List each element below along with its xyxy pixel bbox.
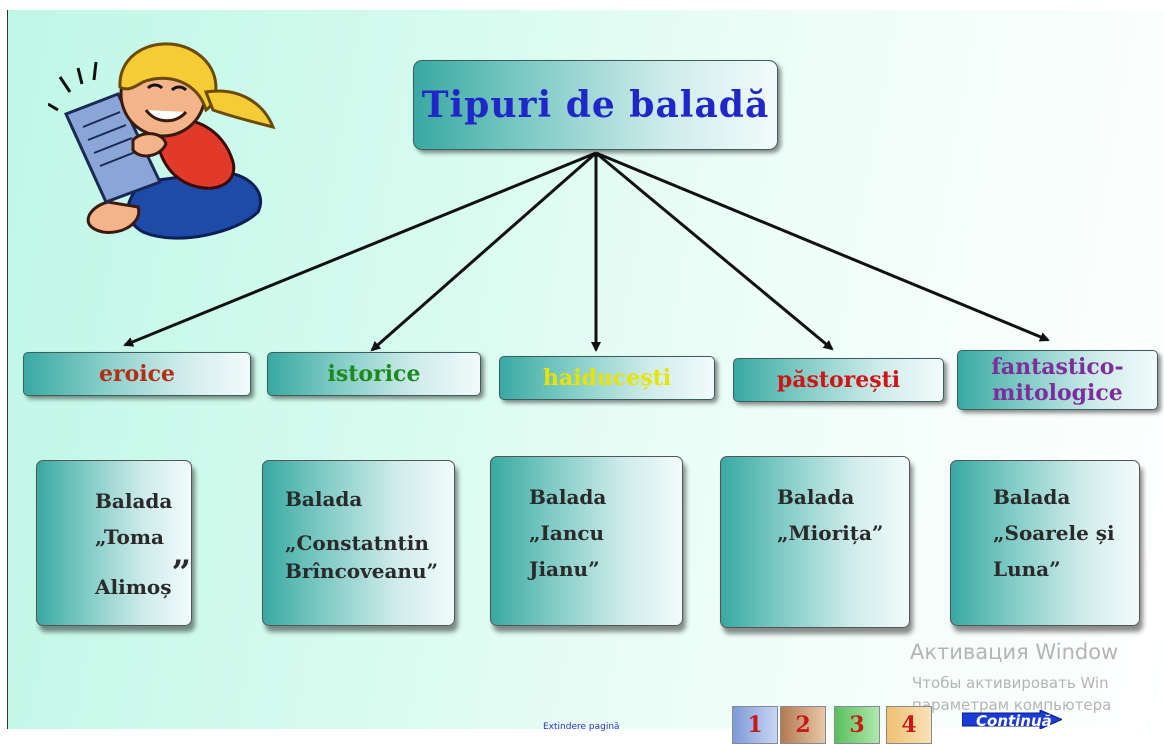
category-eroice: eroice — [23, 352, 251, 396]
arrow-to-fantastico — [595, 151, 1050, 342]
page-button-1[interactable]: 1 — [732, 706, 778, 744]
card-line: Balada — [95, 489, 173, 513]
card-line: Balada — [777, 485, 855, 509]
category-fantastico-mitologice: fantastico-mitologice — [957, 350, 1158, 410]
category-istorice: istorice — [267, 352, 481, 396]
continue-arrow-icon[interactable] — [962, 710, 1062, 729]
card-miorita: Balada „Miorița” — [720, 456, 910, 628]
expand-page-link[interactable]: Extindere pagină — [543, 722, 620, 732]
card-line: Balada — [993, 485, 1071, 509]
arrow-connectors — [123, 151, 1050, 352]
category-pastoresti: păstorești — [733, 358, 944, 402]
watermark-line: Чтобы активировать Win — [912, 674, 1109, 692]
category-haiducesti: haiducești — [499, 356, 715, 400]
card-line: Alimoș” — [95, 555, 191, 605]
page-button-label: 1 — [747, 712, 763, 738]
page-button-label: 3 — [849, 712, 865, 738]
card-toma-alimos: Balada „Toma Alimoș” — [36, 460, 192, 626]
category-label-istorice: istorice — [327, 361, 421, 387]
card-line: „Toma — [95, 525, 164, 549]
left-border-line — [7, 10, 8, 729]
activation-watermark-title: Активация Window — [910, 640, 1119, 664]
category-label-fantastico-mitologice: fantastico-mitologice — [991, 354, 1124, 406]
card-line: Brîncoveanu” — [285, 559, 438, 583]
card-line: „Iancu — [529, 521, 605, 545]
activation-watermark-subtitle: Чтобы активировать Win параметрам компью… — [912, 672, 1111, 716]
page-button-2[interactable]: 2 — [780, 706, 826, 744]
continue-button-label[interactable]: Continuă — [976, 712, 1052, 730]
card-line: Jianu” — [529, 557, 600, 581]
reading-girl-illustration — [48, 42, 276, 240]
watermark-line: параметрам компьютера — [912, 696, 1112, 714]
card-soarele-si-luna: Balada „Soarele și Luna” — [950, 460, 1140, 626]
category-label-haiducesti: haiducești — [542, 365, 672, 391]
title-box: Tipuri de baladă — [413, 60, 778, 150]
page-button-4[interactable]: 4 — [886, 706, 932, 744]
page-button-label: 2 — [795, 712, 811, 738]
card-line: „Constatntin — [285, 531, 429, 555]
closing-quote: ” — [171, 553, 192, 593]
page-button-3[interactable]: 3 — [834, 706, 880, 744]
arrow-to-eroice — [123, 151, 597, 347]
arrow-to-pastoresti — [595, 151, 834, 351]
page-button-label: 4 — [901, 712, 917, 738]
title-text: Tipuri de baladă — [421, 84, 770, 126]
card-line: Luna” — [993, 557, 1061, 581]
card-constantin-brancoveanu: Balada „Constatntin Brîncoveanu” — [262, 460, 455, 626]
card-line: Balada — [529, 485, 607, 509]
card-line-text: Alimoș — [95, 575, 172, 599]
category-label-eroice: eroice — [98, 361, 175, 387]
category-label-pastoresti: păstorești — [776, 367, 901, 393]
card-line: Balada — [285, 487, 363, 511]
card-line: „Miorița” — [777, 521, 884, 545]
arrow-to-istorice — [370, 151, 597, 352]
card-iancu-jianu: Balada „Iancu Jianu” — [490, 456, 683, 626]
card-line: „Soarele și — [993, 521, 1115, 545]
